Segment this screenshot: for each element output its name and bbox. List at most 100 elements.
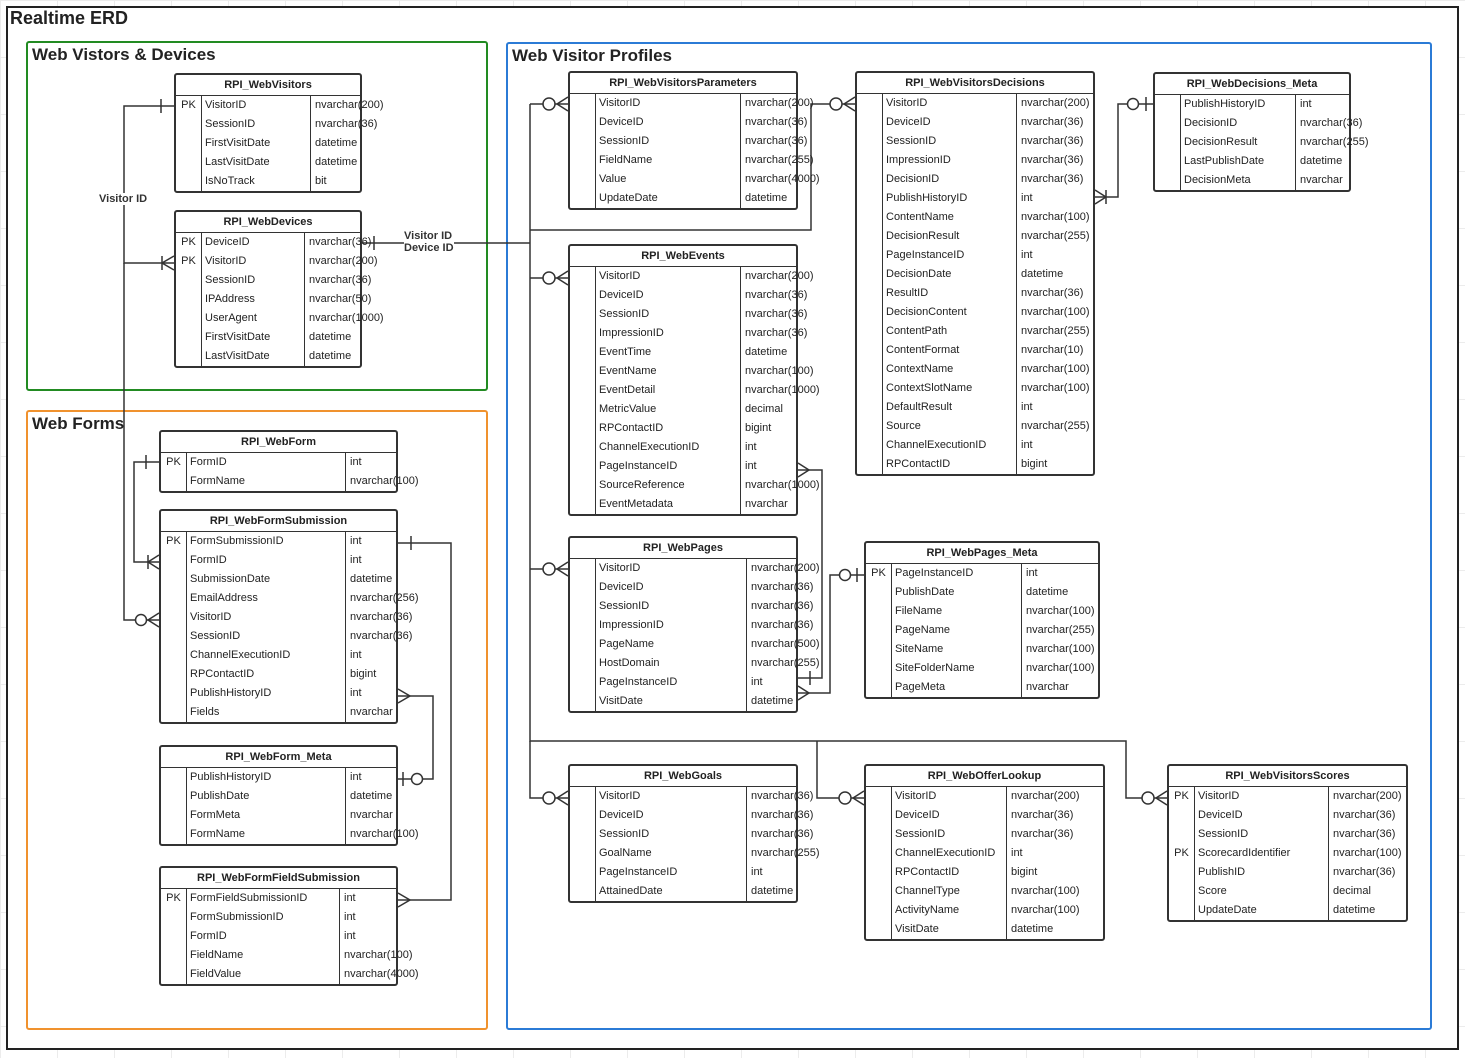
field-name-cell: DecisionID [1181, 114, 1296, 133]
field-type-cell: nvarchar(36) [1021, 173, 1084, 185]
field-name-cell: PublishDate [187, 787, 346, 806]
field-name-cell: PageMeta [892, 678, 1022, 697]
field-type-cell: nvarchar(256) [350, 592, 419, 604]
field-type-cell: nvarchar(255) [751, 847, 820, 859]
field-name-cell: ChannelExecutionID [596, 438, 741, 457]
field-type-cell: int [1300, 98, 1312, 110]
key-cell: PK [176, 252, 202, 271]
field-type-cell: int [344, 911, 356, 923]
field-name-cell: RPContactID [596, 419, 741, 438]
field-type-cell: nvarchar(1000) [745, 479, 820, 491]
key-cell: PK [1169, 787, 1195, 806]
field-type-cell: nvarchar(36) [350, 611, 413, 623]
key-cell [161, 665, 187, 684]
field-name-cell: SessionID [202, 271, 305, 290]
key-cell [161, 570, 187, 589]
field-type-cell: nvarchar(200) [315, 99, 384, 111]
field-name-cell: ChannelType [892, 882, 1007, 901]
group-title: Web Forms [32, 414, 125, 433]
key-cell [857, 455, 883, 474]
field-type-cell: decimal [1333, 885, 1371, 897]
field-type-cell: nvarchar(36) [309, 274, 372, 286]
key-cell [176, 271, 202, 290]
field-type-cell: nvarchar(100) [1026, 605, 1095, 617]
table-header: RPI_WebVisitorsScores [1169, 766, 1406, 787]
key-cell [570, 882, 596, 901]
field-name-cell: FormMeta [187, 806, 346, 825]
group-title: Web Visitor Profiles [512, 46, 672, 65]
field-name-cell: PageInstanceID [892, 564, 1022, 583]
key-cell [161, 806, 187, 825]
field-type-cell: nvarchar(255) [1021, 325, 1090, 337]
field-name-cell: VisitorID [892, 787, 1007, 806]
field-type-cell: nvarchar(100) [344, 949, 413, 961]
key-cell [857, 417, 883, 436]
key-cell [176, 309, 202, 328]
key-cell [570, 476, 596, 495]
key-cell [866, 825, 892, 844]
key-cell [857, 436, 883, 455]
field-name-cell: AttainedDate [596, 882, 747, 901]
field-type-cell: datetime [315, 137, 358, 149]
field-name-cell: FormSubmissionID [187, 908, 340, 927]
field-name-cell: VisitDate [892, 920, 1007, 939]
key-cell [570, 692, 596, 711]
field-name-cell: ContentName [883, 208, 1017, 227]
field-name-cell: FirstVisitDate [202, 328, 305, 347]
key-cell [176, 347, 202, 366]
field-name-cell: VisitorID [883, 94, 1017, 113]
table-header: RPI_WebVisitors [176, 75, 360, 96]
field-type-cell: datetime [315, 156, 358, 168]
field-name-cell: DeviceID [1195, 806, 1329, 825]
field-type-cell: datetime [751, 885, 794, 897]
field-name-cell: ContentFormat [883, 341, 1017, 360]
key-cell [570, 151, 596, 170]
field-name-cell: DeviceID [596, 806, 747, 825]
field-name-cell: Score [1195, 882, 1329, 901]
field-name-cell: ScorecardIdentifier [1195, 844, 1329, 863]
field-type-cell: nvarchar(36) [751, 619, 814, 631]
table-header: RPI_WebForm [161, 432, 396, 453]
field-name-cell: ChannelExecutionID [892, 844, 1007, 863]
key-cell: PK [161, 453, 187, 472]
field-type-cell: nvarchar(255) [1300, 136, 1369, 148]
